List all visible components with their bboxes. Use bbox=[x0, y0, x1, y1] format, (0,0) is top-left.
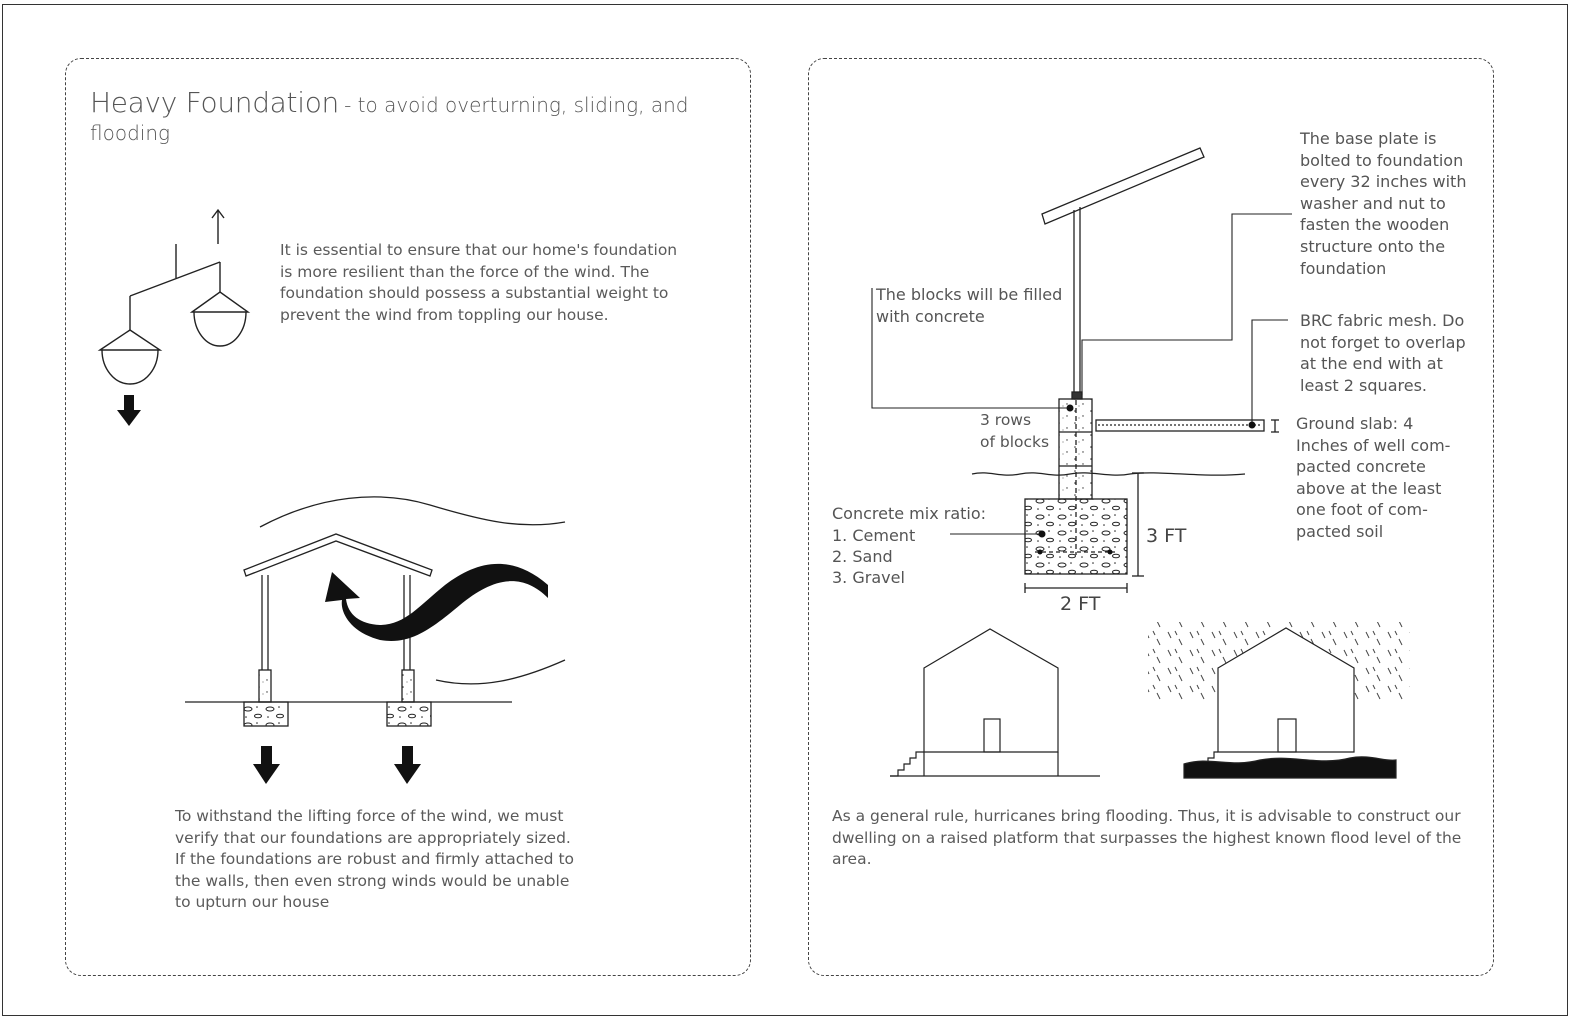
lifting-force-text: To withstand the lifting force of the wi… bbox=[175, 807, 575, 911]
concrete-mix-title: Concrete mix ratio: bbox=[832, 504, 987, 523]
down-arrow-icon bbox=[117, 395, 141, 426]
mix-item-gravel: 3. Gravel bbox=[832, 568, 905, 587]
house-frame-drawing bbox=[185, 533, 512, 727]
leader-lines bbox=[871, 213, 1292, 535]
flooding-text: As a general rule, hurricanes bring floo… bbox=[832, 807, 1462, 868]
blocks-filled-label: The blocks will be filled with concrete bbox=[876, 285, 1063, 326]
concrete-mix-list: 1. Cement 2. Sand 3. Gravel bbox=[832, 525, 915, 588]
title-sub-2: flooding bbox=[90, 121, 170, 145]
leader-dots bbox=[1037, 404, 1256, 555]
title-sub: - to avoid overturning, sliding, and bbox=[344, 93, 689, 117]
mix-item-cement: 1. Cement bbox=[832, 526, 916, 545]
raised-house-drawing bbox=[890, 628, 1100, 777]
left-panel bbox=[65, 58, 751, 976]
brc-mesh-label: BRC fabric mesh. Do not forget to overla… bbox=[1300, 311, 1466, 395]
page-title: Heavy Foundation - to avoid overturning,… bbox=[90, 86, 730, 145]
dimension-height: 3 FT bbox=[1146, 525, 1187, 547]
foundation-resilience-text: It is essential to ensure that our home'… bbox=[280, 241, 678, 324]
ground-slab-label: Ground slab: 4 Inches of well com- pacte… bbox=[1296, 414, 1451, 541]
mix-item-sand: 2. Sand bbox=[832, 547, 893, 566]
foundation-section-drawing bbox=[971, 147, 1279, 593]
right-panel bbox=[808, 58, 1494, 976]
flooded-house-drawing bbox=[1148, 622, 1410, 779]
balance-scale-icon bbox=[97, 208, 251, 385]
wind-swirl-arrow-icon bbox=[325, 563, 548, 641]
down-arrow-icon bbox=[253, 746, 421, 784]
title-main: Heavy Foundation bbox=[90, 86, 339, 119]
dimension-width: 2 FT bbox=[1060, 593, 1101, 615]
rows-of-blocks-label: 3 rows of blocks bbox=[980, 411, 1050, 451]
page-frame bbox=[2, 4, 1568, 1016]
wind-lines bbox=[259, 496, 566, 685]
base-plate-label: The base plate is bolted to foundation e… bbox=[1300, 129, 1467, 278]
